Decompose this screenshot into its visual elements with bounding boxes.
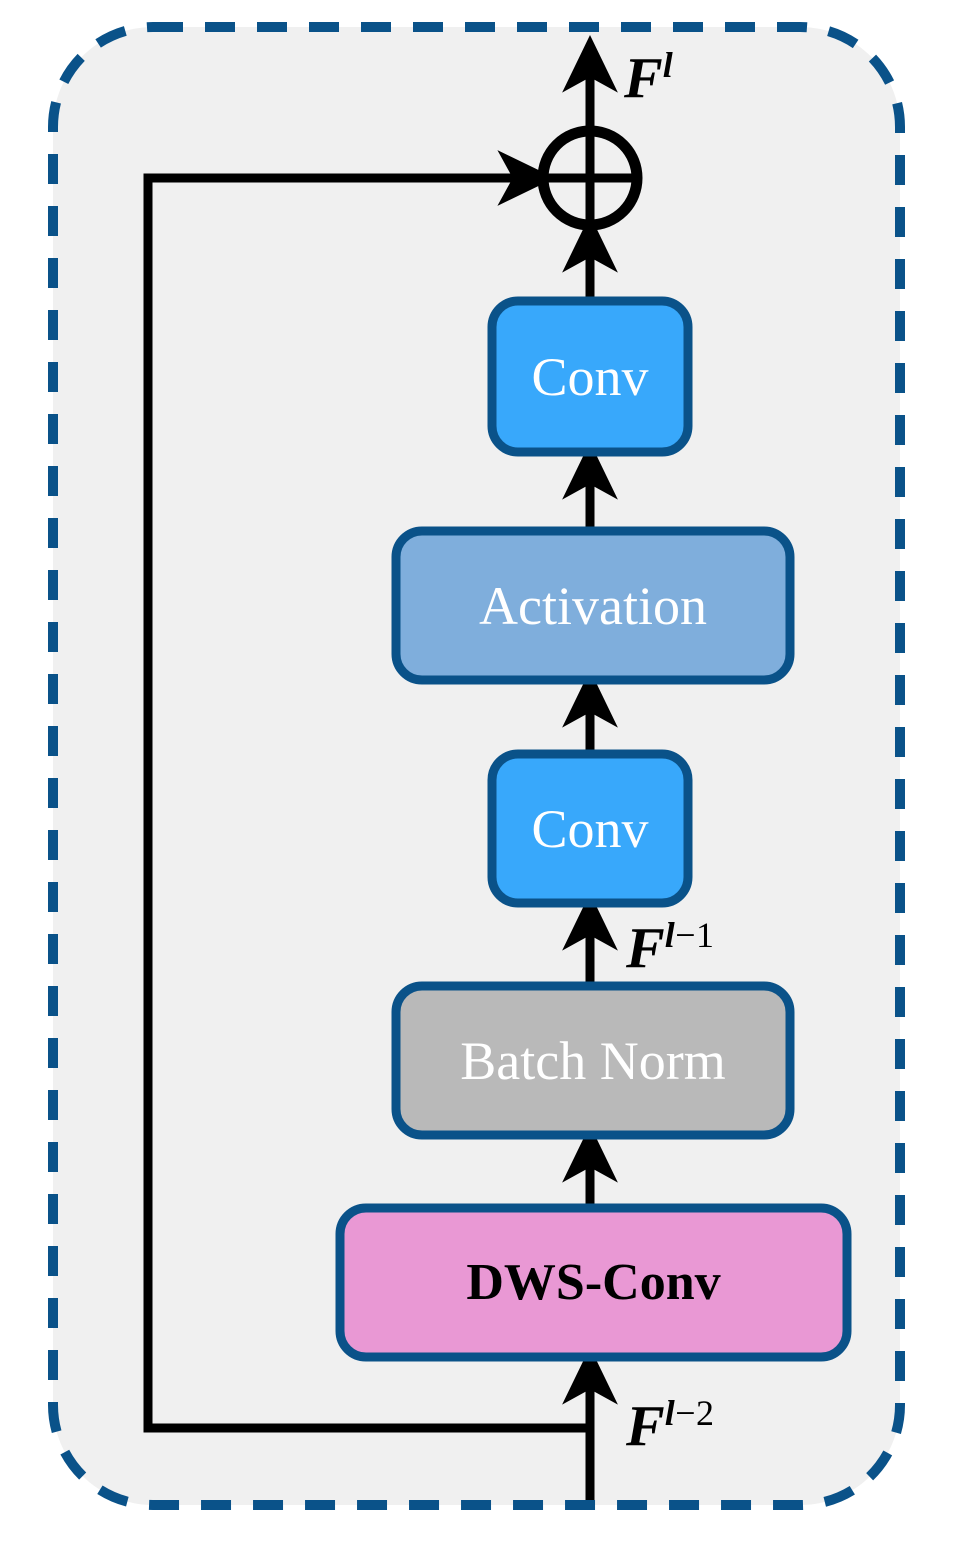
block-activation[interactable] — [391, 526, 795, 685]
block-batch-norm[interactable] — [391, 981, 795, 1140]
connection-skip — [143, 150, 590, 1433]
block-conv-bottom[interactable] — [487, 749, 693, 908]
block-conv-top[interactable] — [487, 296, 693, 457]
block-dws-conv[interactable] — [335, 1203, 852, 1362]
